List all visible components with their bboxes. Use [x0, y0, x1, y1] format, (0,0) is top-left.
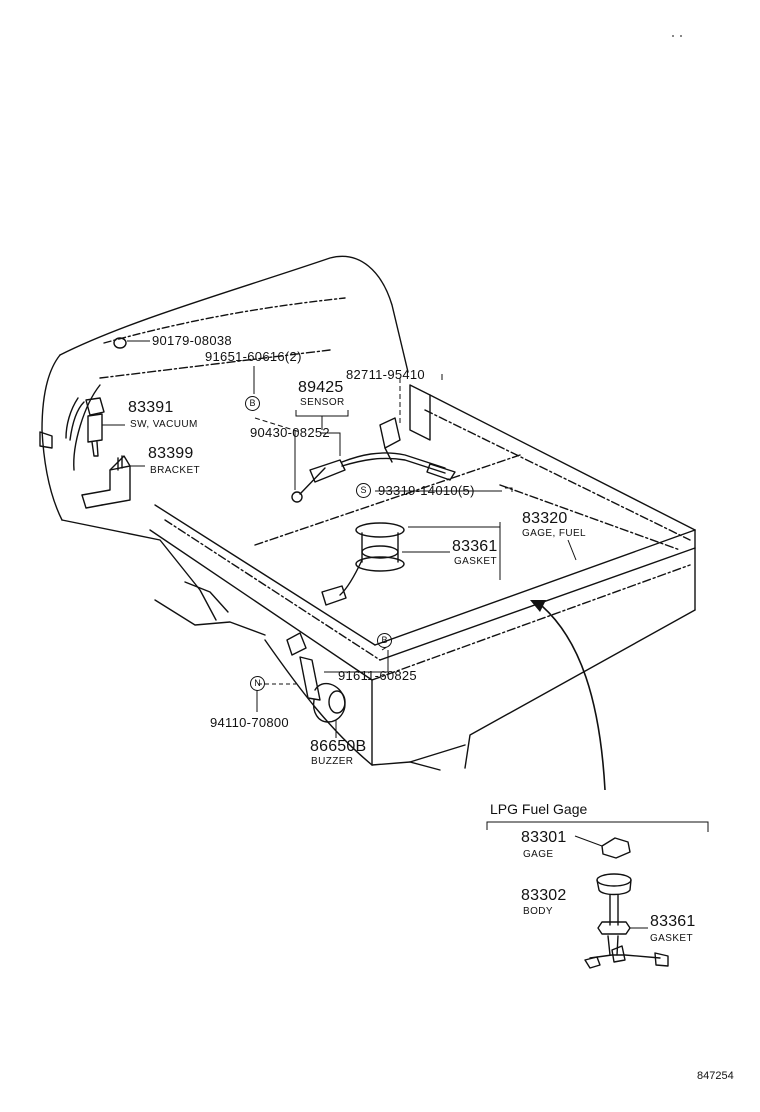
part-89425-number: 89425: [298, 379, 344, 396]
part-83391-desc: SW, VACUUM: [130, 419, 198, 430]
part-94110-number: 94110-70800: [210, 715, 289, 730]
nut-90179-shape: [113, 337, 127, 349]
lpg-83302-number: 83302: [521, 887, 567, 904]
buzzer-drawing: [286, 632, 346, 723]
part-93319-number: 93319-14010(5): [378, 483, 475, 498]
part-83361-desc: GASKET: [454, 556, 497, 567]
part-82711-number: 82711-95410: [346, 367, 425, 382]
lpg-83302-desc: BODY: [523, 906, 553, 917]
part-86650b-number: 86650B: [310, 738, 367, 755]
part-83391-number: 83391: [128, 399, 174, 416]
leader-83320-top: [505, 487, 513, 492]
lpg-section-title: LPG Fuel Gage: [490, 801, 588, 817]
lpg-83301-desc: GAGE: [523, 849, 554, 860]
lpg-83301-number: 83301: [521, 829, 567, 846]
part-83320-desc: GAGE, FUEL: [522, 528, 587, 539]
leader-lines: [102, 337, 709, 929]
part-83399-desc: BRACKET: [150, 465, 201, 476]
symbol-s-93319: S: [356, 483, 371, 498]
vacuum-switch-drawing: [65, 397, 105, 457]
leader-83320-desc: [567, 539, 577, 561]
lpg-83361-number: 83361: [650, 913, 696, 930]
part-83361-number: 83361: [452, 538, 498, 555]
lpg-83361-desc: GASKET: [650, 933, 693, 944]
part-89425-desc: SENSOR: [300, 397, 345, 408]
part-86650b-desc: BUZZER: [311, 756, 354, 767]
fuel-gage-drawing: [321, 522, 405, 606]
truck-bed: [149, 384, 696, 771]
sensor-drawing: [291, 417, 456, 503]
lpg-gage-drawing: [584, 837, 669, 969]
illustration-number: 847254: [697, 1070, 734, 1082]
symbol-n-94110: N: [250, 676, 265, 691]
bracket-drawing: [81, 455, 131, 509]
arrow-to-tank: [530, 600, 606, 791]
part-83320-number: 83320: [522, 510, 568, 527]
part-90179-number: 90179-08038: [152, 333, 232, 348]
part-91611-number: 91611-60825: [338, 668, 417, 683]
part-83399-number: 83399: [148, 445, 194, 462]
symbol-b-91611: B: [377, 633, 392, 648]
leader-91611: [324, 650, 389, 673]
lpg-bracket: [486, 821, 709, 832]
cab-outline: [39, 255, 409, 636]
leader-90430-right: [320, 432, 341, 456]
symbol-b-91651: B: [245, 396, 260, 411]
leader-83301: [574, 835, 603, 847]
part-91651-number: 91651-60616(2): [205, 349, 302, 364]
part-90430-number: 90430-08252: [250, 425, 330, 440]
bracket-89425: [295, 410, 349, 417]
